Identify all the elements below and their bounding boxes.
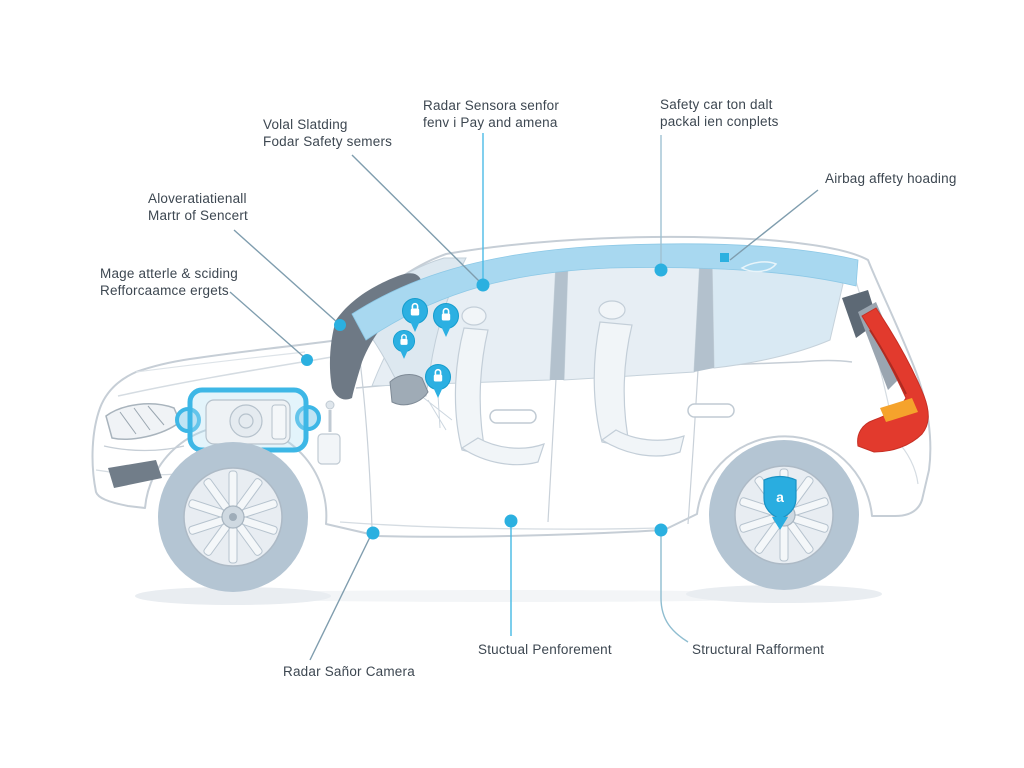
panoramic-roof-glass — [351, 243, 859, 341]
label-safety-top: Safety car ton dalt packal ien conplets — [660, 96, 779, 130]
cowl-marker-dot — [301, 354, 313, 366]
callout-line-material — [233, 229, 339, 324]
label-sliding-reinforcement: Mage atterle & sciding Refforcaamce erge… — [100, 265, 238, 299]
label-roof-front-sensors: Volal Slatding Fodar Safety semers — [263, 116, 392, 150]
front-end — [103, 403, 185, 488]
label-line: Safety car ton dalt — [660, 97, 773, 112]
label-line: Fodar Safety semers — [263, 134, 393, 149]
marker-dots — [301, 253, 729, 540]
label-line: fenv i Pay and amena — [423, 115, 558, 130]
tail-light-amber — [880, 398, 918, 422]
rear-end — [842, 290, 929, 453]
label-line: packal ien conplets — [660, 114, 779, 129]
tail-light — [857, 307, 929, 453]
label-line: Radar Sensora senfor — [423, 98, 560, 113]
sill-marker-dot — [504, 514, 518, 528]
sill-marker-dot — [654, 523, 668, 537]
sill-marker-dot — [366, 526, 380, 540]
label-line: Aloveratiatienall — [148, 191, 247, 206]
callout-line-structural-rear — [660, 532, 689, 643]
roof-marker-dot — [476, 278, 490, 292]
roof-marker-square — [720, 253, 729, 262]
shield-icon — [763, 475, 797, 520]
label-line: Stuctual Penforement — [478, 642, 612, 657]
side-mirror — [389, 374, 429, 406]
callout-lines — [229, 133, 819, 661]
label-line: Radar Sañor Camera — [283, 664, 415, 679]
wheel-shield-badge: a — [763, 475, 797, 530]
front-wheel — [158, 442, 308, 592]
engine-module — [175, 387, 341, 465]
label-airbag: Airbag affety hoading — [825, 170, 957, 187]
callout-line-sliding — [229, 291, 306, 359]
label-structural-mid: Stuctual Penforement — [478, 641, 612, 658]
callout-line-roof-front — [351, 154, 482, 284]
door-handles — [489, 403, 735, 424]
label-material: Aloveratiatienall Martr of Sencert — [148, 190, 248, 224]
label-line: Structural Rafforment — [692, 642, 825, 657]
label-line: Refforcaamce ergets — [100, 283, 229, 298]
front-intake — [108, 460, 162, 488]
label-line: Airbag affety hoading — [825, 171, 957, 186]
callout-line-airbag — [729, 189, 819, 261]
label-camera: Radar Sañor Camera — [283, 663, 415, 680]
pillar-marker-dot — [334, 319, 346, 331]
label-line: Volal Slatding — [263, 117, 348, 132]
wheel-badge-glyph: a — [776, 489, 784, 505]
label-structural-rear: Structural Rafforment — [692, 641, 824, 658]
label-line: Martr of Sencert — [148, 208, 248, 223]
callout-line-camera — [309, 534, 372, 661]
label-radar-top: Radar Sensora senfor fenv i Pay and amen… — [423, 97, 559, 131]
roof-marker-dot — [654, 263, 668, 277]
interior-seats — [419, 300, 685, 466]
label-line: Mage atterle & sciding — [100, 266, 238, 281]
